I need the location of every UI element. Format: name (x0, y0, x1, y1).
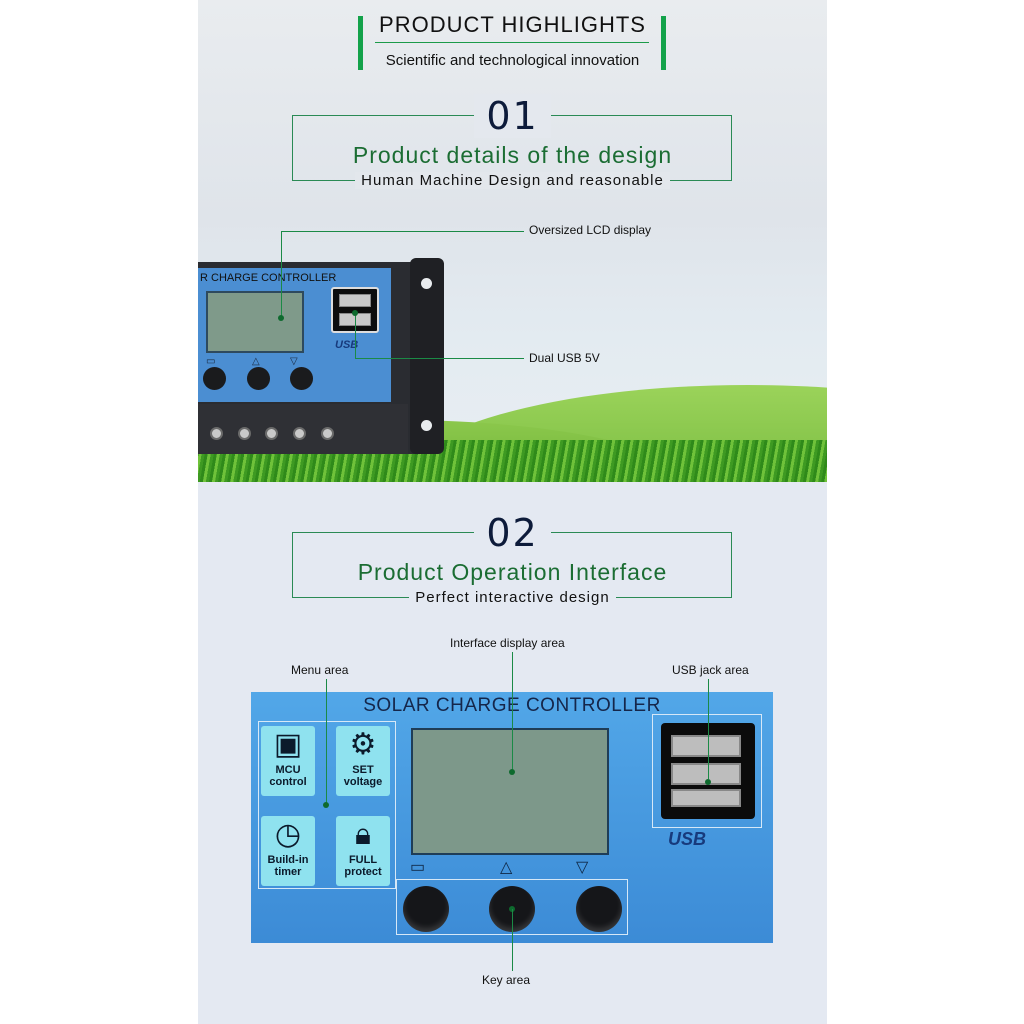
section-1-title: Product details of the design (352, 142, 673, 168)
usb-callout-line (355, 313, 356, 358)
highlights-title: PRODUCT HIGHLIGHTS (379, 12, 646, 37)
mount-hole (421, 420, 432, 431)
usb-jack-callout-dot (705, 779, 711, 785)
full-protect-tile: 🔒︎ FULL protect (336, 816, 390, 886)
display-callout-label: Interface display area (450, 636, 565, 650)
terminal-screw (293, 427, 306, 440)
clock-icon: ◷ (274, 818, 302, 851)
menu-key[interactable] (203, 367, 226, 390)
section-1-subtitle: Human Machine Design and reasonable (198, 172, 827, 189)
usb-logo-large: USB (668, 829, 707, 849)
lcd-callout-line (281, 231, 282, 318)
section-2-subtitle: Perfect interactive design (198, 589, 827, 606)
down-key[interactable] (576, 886, 622, 932)
lock-icon: 🔒︎ (355, 818, 371, 851)
highlights-subtitle: Scientific and technological innovation (385, 52, 640, 69)
down-arrow-icon: ▽ (576, 859, 589, 876)
terminal-screw (265, 427, 278, 440)
header-right-bar (661, 16, 666, 70)
usb-jack-callout-line (708, 679, 709, 779)
terminal-screw (210, 427, 223, 440)
usb-logo: USB (335, 339, 359, 351)
down-key[interactable] (290, 367, 313, 390)
down-arrow-icon: ▽ (290, 356, 298, 367)
up-arrow-icon: △ (252, 356, 260, 367)
display-callout-dot (509, 769, 515, 775)
section-1-number: 01 (198, 94, 827, 138)
gear-icon: ⚙ (349, 728, 377, 761)
mounting-ear (410, 258, 444, 454)
key-callout-label: Key area (482, 973, 531, 987)
usb-jack-callout-label: USB jack area (672, 663, 749, 677)
usb-callout-dot (352, 310, 358, 316)
product-details-section: PRODUCT HIGHLIGHTS Scientific and techno… (198, 0, 827, 482)
section-2-title: Product Operation Interface (357, 559, 668, 585)
usb-slot (339, 294, 371, 307)
battery-icon: ▭ (410, 859, 426, 876)
chip-icon: ▣ (273, 728, 303, 761)
usb-callout-label: Dual USB 5V (529, 351, 600, 365)
controller-label-large: SOLAR CHARGE CONTROLLER (363, 695, 661, 716)
battery-icon: ▭ (206, 356, 216, 367)
usb-slot (671, 735, 741, 757)
controller-label: R CHARGE CONTROLLER (200, 272, 337, 284)
terminal-screw (321, 427, 334, 440)
lcd-display (206, 291, 304, 353)
mount-hole (421, 278, 432, 289)
lcd-callout-line (281, 231, 524, 232)
menu-callout-dot (323, 802, 329, 808)
mcu-control-tile: ▣ MCU control (261, 726, 315, 796)
menu-key[interactable] (403, 886, 449, 932)
terminal-screw (238, 427, 251, 440)
build-in-timer-tile: ◷ Build-in timer (261, 816, 315, 886)
operation-interface-section: 02 Product Operation Interface Perfect i… (198, 482, 827, 1024)
up-key[interactable] (247, 367, 270, 390)
set-voltage-tile: ⚙ SET voltage (336, 726, 390, 796)
lcd-display-large (411, 728, 609, 855)
display-callout-line (512, 652, 513, 772)
header-left-bar (358, 16, 363, 70)
up-arrow-icon: △ (500, 859, 513, 876)
header-divider (375, 42, 649, 43)
usb-callout-line (355, 358, 524, 359)
lcd-callout-label: Oversized LCD display (529, 223, 652, 237)
usb-area-box (652, 714, 762, 828)
menu-area-box (258, 721, 396, 889)
lcd-callout-dot (278, 315, 284, 321)
section-2-number: 02 (198, 511, 827, 555)
usb-slot (671, 789, 741, 807)
menu-callout-line (326, 679, 327, 804)
menu-callout-label: Menu area (291, 663, 349, 677)
key-callout-line (512, 909, 513, 971)
